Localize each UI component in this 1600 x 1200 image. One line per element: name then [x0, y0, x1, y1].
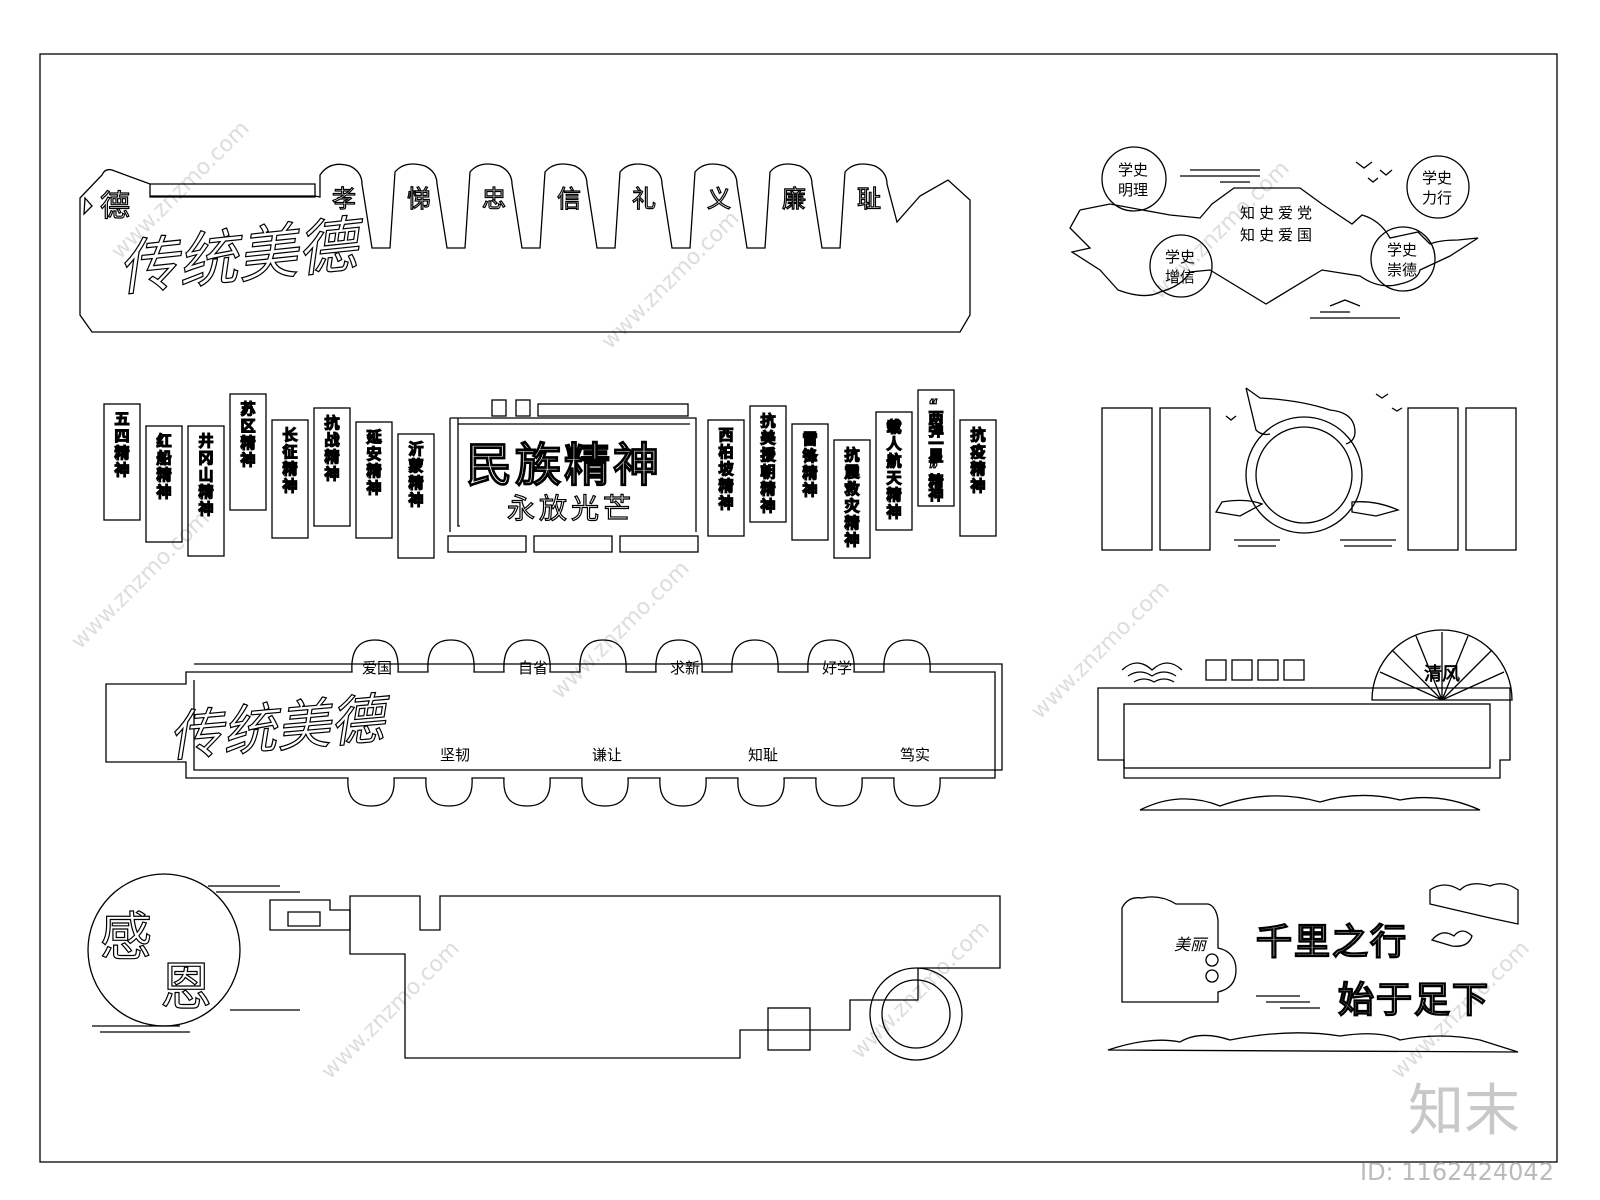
spirit-tile-label: 沂蒙精神 — [409, 440, 424, 509]
virtue-label: 忠 — [482, 185, 506, 213]
circle-text-line2: 力行 — [1422, 189, 1452, 207]
spirit-main-title: 民族精神 — [466, 438, 662, 492]
spirit-tile — [271, 419, 309, 539]
virtue-label: 孝 — [332, 185, 356, 213]
virtue-bottom-label: 笃实 — [900, 746, 930, 764]
virtue-labels: 孝 悌 忠 信 礼 义 廉 耻 — [331, 184, 881, 213]
virtue-de-glyph: 德 — [100, 189, 130, 224]
spirit-tile-label: 红船精神 — [157, 432, 172, 501]
spirit-tile — [187, 425, 225, 557]
spirit-tile — [313, 407, 351, 527]
spirit-subtitle: 永放光芒 — [507, 492, 635, 525]
watermark-site: www.znzmo.com — [317, 936, 465, 1084]
image-id-label: ID: 1162424042 — [1360, 1158, 1554, 1186]
spirit-tile-label: 抗美援朝精神 — [761, 412, 777, 515]
virtue-bottom-label: 坚韧 — [440, 746, 470, 764]
panel-journey: 美丽 千里之行 始于足下 — [1107, 883, 1519, 1053]
side-text: 美丽 — [1174, 935, 1209, 954]
drawing-frame — [39, 53, 1558, 1163]
panel-gratitude: 感 恩 — [87, 873, 1001, 1061]
fan-text: 清风 — [1424, 664, 1460, 685]
virtue-top-label: 求新 — [670, 659, 700, 677]
virtue-top-label: 爱国 — [362, 659, 392, 677]
spirit-tile-label: 五四精神 — [115, 410, 130, 479]
spirit-tile — [397, 433, 435, 559]
panel-traditional-virtues-top: 德 传统美德 孝 悌 忠 信 礼 义 廉 耻 — [79, 163, 971, 333]
spirit-tile — [959, 419, 997, 537]
virtue-label: 信 — [557, 185, 581, 213]
spirit-tile-label: 延安精神 — [366, 428, 383, 497]
panel-national-spirit: 五四精神 红船精神 井冈山精神 苏区精神 长征精神 抗战精神 延安精神 沂蒙精神 西柏坡精神 抗… — [103, 389, 997, 559]
virtue-label: 廉 — [782, 185, 806, 213]
circle-text-line1: 学史 — [1387, 241, 1417, 259]
right-spirit-tiles: 西柏坡精神 抗美援朝精神 雷锋精神 抗震救灾精神 载人航天精神 “两弹一星”精神 抗疫精神 — [707, 389, 997, 559]
circle-text-line2: 增信 — [1165, 268, 1195, 286]
spirit-tile-label: 抗震救灾精神 — [845, 446, 861, 549]
spirit-tile-label: 抗疫精神 — [971, 426, 986, 495]
virtue-label: 礼 — [632, 185, 656, 213]
panel-round-emblem — [1101, 387, 1517, 551]
spirit-tile — [833, 439, 871, 559]
spirit-tile-label: 苏区精神 — [241, 400, 256, 469]
spirit-tile-label: “两弹一星”精神 — [929, 396, 944, 503]
watermark-site: www.znzmo.com — [547, 556, 695, 704]
virtue-bottom-label: 谦让 — [592, 746, 622, 764]
journey-line-2: 始于足下 — [1338, 979, 1490, 1021]
spirit-tile — [103, 403, 141, 521]
virtue-label: 义 — [707, 185, 731, 213]
moon-char-1: 感 — [100, 908, 152, 968]
virtue-top-label: 自省 — [518, 659, 548, 677]
center-slogan-1: 知史爱党 — [1240, 204, 1316, 222]
virtue-label: 悌 — [407, 185, 431, 213]
spirit-tile — [355, 421, 393, 539]
spirit-tile — [917, 389, 955, 507]
spirit-tile-label: 西柏坡精神 — [719, 426, 734, 512]
spirit-tile — [229, 393, 267, 511]
spirit-tile-label: 井冈山精神 — [199, 432, 214, 518]
brand-watermark: 知末 — [1408, 1079, 1520, 1144]
panel-study-history: 学史 明理 学史 力行 学史 增信 学史 崇德 知史爱党 知史爱国 — [1069, 146, 1479, 319]
left-spirit-tiles: 五四精神 红船精神 井冈山精神 苏区精神 长征精神 抗战精神 延安精神 沂蒙精神 — [103, 393, 435, 559]
circle-text-line1: 学史 — [1165, 248, 1195, 266]
moon-char-2: 恩 — [160, 958, 212, 1018]
spirit-tile-label: 抗战精神 — [325, 414, 340, 483]
spirit-tile — [749, 405, 787, 523]
watermark-site: www.znzmo.com — [1027, 576, 1175, 724]
circle-text-line1: 学史 — [1118, 161, 1148, 179]
virtue-top-label: 好学 — [822, 659, 852, 677]
panel-traditional-virtues-wide: 传统美德 爱国 自省 求新 好学 坚韧 谦让 知耻 笃实 — [105, 639, 1003, 807]
center-slogan-2: 知史爱国 — [1240, 226, 1316, 244]
spirit-tile-label: 雷锋精神 — [803, 430, 819, 499]
spirit-tile-label: 载人航天精神 — [887, 418, 903, 521]
panel-fan-board: 清风 — [1097, 629, 1513, 811]
spirit-tile — [875, 411, 913, 531]
virtue-bottom-label: 知耻 — [748, 746, 778, 764]
spirit-tile-label: 长征精神 — [283, 426, 299, 495]
spirit-tile — [791, 423, 829, 541]
circle-text-line2: 明理 — [1118, 181, 1148, 199]
watermark-site: www.znzmo.com — [847, 916, 995, 1064]
spirit-tile — [707, 419, 745, 537]
spirit-tile — [145, 425, 183, 543]
journey-line-1: 千里之行 — [1256, 921, 1408, 963]
virtue-label: 耻 — [857, 185, 881, 213]
panel5-title: 传统美德 — [166, 687, 395, 769]
watermark-site: www.znzmo.com — [67, 506, 215, 654]
circle-text-line2: 崇德 — [1387, 261, 1417, 279]
circle-text-line1: 学史 — [1422, 169, 1452, 187]
